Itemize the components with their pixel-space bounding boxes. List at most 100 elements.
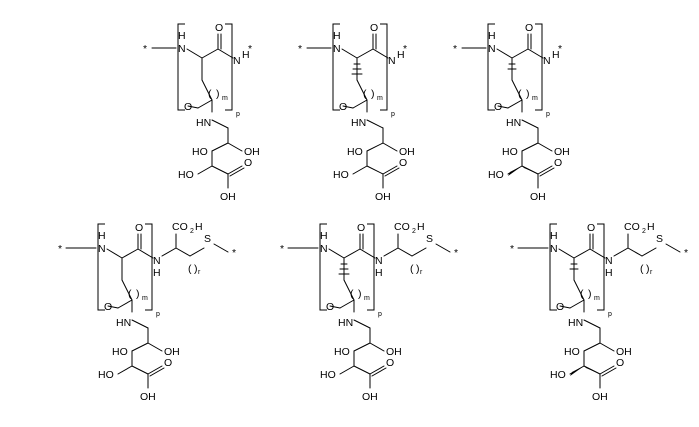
- atom-label: ): [646, 263, 650, 275]
- bond-line: [340, 366, 354, 374]
- atom-label: H: [488, 30, 496, 42]
- atom-label: OH: [140, 391, 156, 403]
- bond-line: [228, 143, 242, 151]
- bond-line: [574, 249, 590, 258]
- bond-line: [367, 120, 383, 128]
- bond-line: [538, 143, 552, 151]
- atom-label: m: [222, 95, 228, 102]
- atom-label: m: [364, 295, 370, 302]
- atom-label: (: [518, 88, 522, 100]
- atom-label: HN: [116, 317, 131, 329]
- bond-line: [628, 248, 642, 256]
- atom-label: p: [236, 111, 240, 118]
- atom-label: H: [605, 267, 613, 279]
- atom-label: O: [616, 357, 624, 369]
- atom-label: H: [550, 230, 558, 242]
- atom-label: H: [375, 267, 383, 279]
- atom-label: H: [153, 267, 161, 279]
- atom-label: HN: [568, 317, 583, 329]
- atom-label: 2: [412, 228, 416, 235]
- atom-label: H: [195, 221, 203, 233]
- atom-label: m: [594, 295, 600, 302]
- atom-label: (: [128, 288, 132, 300]
- atom-label: O: [525, 22, 533, 34]
- atom-label: *: [280, 243, 284, 255]
- atom-label: S: [204, 233, 211, 245]
- atom-label: *: [454, 247, 458, 259]
- atom-label: N: [543, 55, 551, 67]
- atom-label: (: [410, 263, 414, 275]
- atom-label: ): [371, 88, 375, 100]
- bond-line: [528, 49, 543, 58]
- atom-label: HO: [320, 369, 336, 381]
- atom-label: N: [233, 55, 241, 67]
- atom-label: HN: [351, 117, 366, 129]
- bond-line: [353, 166, 367, 174]
- bond-line: [190, 248, 204, 256]
- atom-label: p: [156, 311, 160, 318]
- bond-line: [176, 248, 190, 256]
- atom-label: ): [194, 263, 198, 275]
- atom-label: N: [178, 43, 186, 55]
- atom-label: O: [399, 157, 407, 169]
- bond-line: [340, 300, 354, 308]
- bond-line: [559, 249, 574, 258]
- bond-line: [354, 366, 370, 374]
- atom-label: HO: [98, 369, 114, 381]
- atom-label: *: [510, 243, 514, 255]
- atom-label: H: [98, 230, 106, 242]
- atom-label: p: [608, 311, 612, 318]
- atom-label: *: [453, 43, 457, 55]
- atom-label: (: [350, 288, 354, 300]
- atom-label: ): [216, 88, 220, 100]
- bond-line: [508, 100, 522, 108]
- atom-label: (: [188, 263, 192, 275]
- structure-bottom-2: * N H O N H CO 2 H ( ) r: [280, 221, 458, 403]
- atom-label: N: [605, 255, 613, 267]
- atom-label: HO: [334, 346, 350, 358]
- atom-label: OH: [592, 391, 608, 403]
- atom-label: (: [363, 88, 367, 100]
- atom-label: HO: [192, 146, 208, 158]
- bond-line: [522, 120, 538, 128]
- atom-label: HN: [338, 317, 353, 329]
- atom-label: HN: [506, 117, 521, 129]
- bond-line: [383, 143, 397, 151]
- atom-label: *: [684, 247, 688, 259]
- atom-label: *: [248, 43, 252, 55]
- atom-label: S: [656, 233, 663, 245]
- atom-label: H: [178, 30, 186, 42]
- atom-label: ): [416, 263, 420, 275]
- bond-line: [384, 248, 398, 256]
- bond-line: [398, 248, 412, 256]
- atom-label: S: [426, 233, 433, 245]
- atom-label: O: [215, 22, 223, 34]
- atom-label: *: [232, 247, 236, 259]
- bond-line: [212, 120, 228, 128]
- atom-label: r: [420, 269, 423, 276]
- bond-line: [132, 366, 148, 374]
- atom-label: O: [370, 22, 378, 34]
- atom-label: HN: [196, 117, 211, 129]
- bond-line: [570, 300, 584, 308]
- bond-line: [584, 343, 600, 351]
- bond-line: [187, 49, 202, 58]
- atom-label: N: [550, 243, 558, 255]
- bond-line: [107, 249, 122, 258]
- atom-label: m: [377, 95, 383, 102]
- bond-line: [412, 248, 426, 256]
- atom-label: p: [391, 111, 395, 118]
- atom-label: N: [375, 255, 383, 267]
- bond-line: [198, 166, 212, 174]
- atom-label: H: [417, 221, 425, 233]
- atom-label: HO: [564, 346, 580, 358]
- structure-top-1: * N H O N H * ( ): [143, 22, 260, 203]
- atom-label: (: [640, 263, 644, 275]
- bond-line: [212, 166, 228, 174]
- bond-line: [360, 249, 375, 258]
- structure-top-3: * N H O N H * ( ): [453, 22, 570, 203]
- bond-line: [118, 300, 132, 308]
- atom-label: HO: [112, 346, 128, 358]
- bond-line: [367, 143, 383, 151]
